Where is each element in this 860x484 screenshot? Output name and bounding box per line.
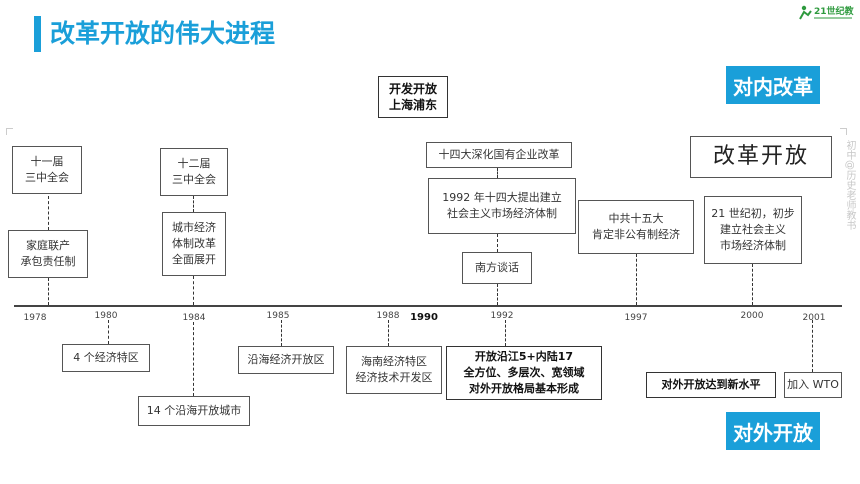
year-label: 1990 xyxy=(410,312,438,323)
event-text: 开发开放 上海浦东 xyxy=(388,82,437,112)
event-box-market-system: 21 世纪初，初步 建立社会主义 市场经济体制 xyxy=(704,196,802,264)
year-label: 1980 xyxy=(94,311,118,321)
year-label: 2000 xyxy=(740,311,764,321)
event-box-1984-plenum: 十二届 三中全会 xyxy=(160,148,228,196)
event-text: 21 世纪初，初步 建立社会主义 市场经济体制 xyxy=(711,207,795,252)
page-title: 改革开放的伟大进程 xyxy=(50,19,276,48)
event-text: 家庭联产 承包责任制 xyxy=(20,239,76,268)
event-text: 南方谈话 xyxy=(475,261,519,274)
event-box-15th-congress: 中共十五大 肯定非公有制经济 xyxy=(578,200,694,254)
event-text: 加入 WTO xyxy=(787,378,839,391)
event-text: 开放沿江5+内陆17 全方位、多层次、宽领域 对外开放格局基本形成 xyxy=(463,350,585,395)
event-box-coastal-cities: 14 个沿海开放城市 xyxy=(138,396,250,426)
event-text: 海南经济特区 经济技术开发区 xyxy=(355,355,433,384)
title-accent-bar xyxy=(34,16,41,52)
connector-line xyxy=(497,284,498,305)
internal-reform-tag: 对内改革 xyxy=(726,66,820,104)
brand-logo: 21世纪教育 xyxy=(798,4,860,22)
opening-up-tag: 对外开放 xyxy=(726,412,820,450)
year-label: 1988 xyxy=(376,311,400,321)
reform-opening-label: 改革开放 xyxy=(690,136,832,178)
event-box-special-zones: 4 个经济特区 xyxy=(62,344,150,372)
event-text: 城市经济 体制改革 全面展开 xyxy=(172,221,216,266)
event-text: 对外开放达到新水平 xyxy=(661,378,761,391)
connector-line xyxy=(193,322,194,396)
event-box-market-economy: 1992 年十四大提出建立 社会主义市场经济体制 xyxy=(428,178,576,234)
connector-line xyxy=(812,320,813,372)
timeline-axis xyxy=(14,305,842,307)
event-box-soe-reform: 十四大深化国有企业改革 xyxy=(426,142,572,168)
event-box-opening-pattern: 开放沿江5+内陆17 全方位、多层次、宽领域 对外开放格局基本形成 xyxy=(446,346,602,400)
runner-logo-icon: 21世纪教育 xyxy=(799,5,860,20)
event-box-coastal-zone: 沿海经济开放区 xyxy=(238,346,334,374)
connector-line xyxy=(636,254,637,305)
event-box-household-contract: 家庭联产 承包责任制 xyxy=(8,230,88,278)
reform-opening-text: 改革开放 xyxy=(712,144,809,169)
connector-line xyxy=(497,168,498,178)
event-box-1978-plenum: 十一届 三中全会 xyxy=(12,146,82,194)
event-text: 4 个经济特区 xyxy=(73,351,139,364)
year-label: 1992 xyxy=(490,311,514,321)
crop-mark xyxy=(840,128,847,135)
connector-line xyxy=(281,320,282,346)
year-label: 2001 xyxy=(802,313,826,323)
year-label: 1997 xyxy=(624,313,648,323)
connector-line xyxy=(505,320,506,346)
year-label: 1984 xyxy=(182,313,206,323)
event-box-new-level: 对外开放达到新水平 xyxy=(646,372,776,398)
event-box-hainan: 海南经济特区 经济技术开发区 xyxy=(346,346,442,394)
event-text: 十二届 三中全会 xyxy=(172,157,216,186)
event-text: 14 个沿海开放城市 xyxy=(146,404,242,417)
event-box-pudong: 开发开放 上海浦东 xyxy=(378,76,448,118)
connector-line xyxy=(497,234,498,252)
connector-line xyxy=(48,278,49,305)
connector-line xyxy=(48,196,49,230)
svg-text:21世纪教育: 21世纪教育 xyxy=(814,5,854,17)
connector-line xyxy=(108,320,109,344)
event-box-southern-tour: 南方谈话 xyxy=(462,252,532,284)
connector-line xyxy=(193,196,194,212)
connector-line xyxy=(752,264,753,305)
event-text: 十一届 三中全会 xyxy=(25,155,69,184)
event-text: 沿海经济开放区 xyxy=(247,353,325,366)
connector-line xyxy=(388,320,389,346)
event-text: 1992 年十四大提出建立 社会主义市场经济体制 xyxy=(442,191,562,220)
event-box-wto: 加入 WTO xyxy=(784,372,842,398)
year-label: 1978 xyxy=(23,313,47,323)
watermark: 初中@历史老师教书 xyxy=(844,140,855,230)
event-box-urban-reform: 城市经济 体制改革 全面展开 xyxy=(162,212,226,276)
crop-mark xyxy=(6,128,13,135)
year-label: 1985 xyxy=(266,311,290,321)
connector-line xyxy=(193,276,194,305)
event-text: 十四大深化国有企业改革 xyxy=(438,148,560,161)
event-text: 中共十五大 肯定非公有制经济 xyxy=(592,212,680,241)
